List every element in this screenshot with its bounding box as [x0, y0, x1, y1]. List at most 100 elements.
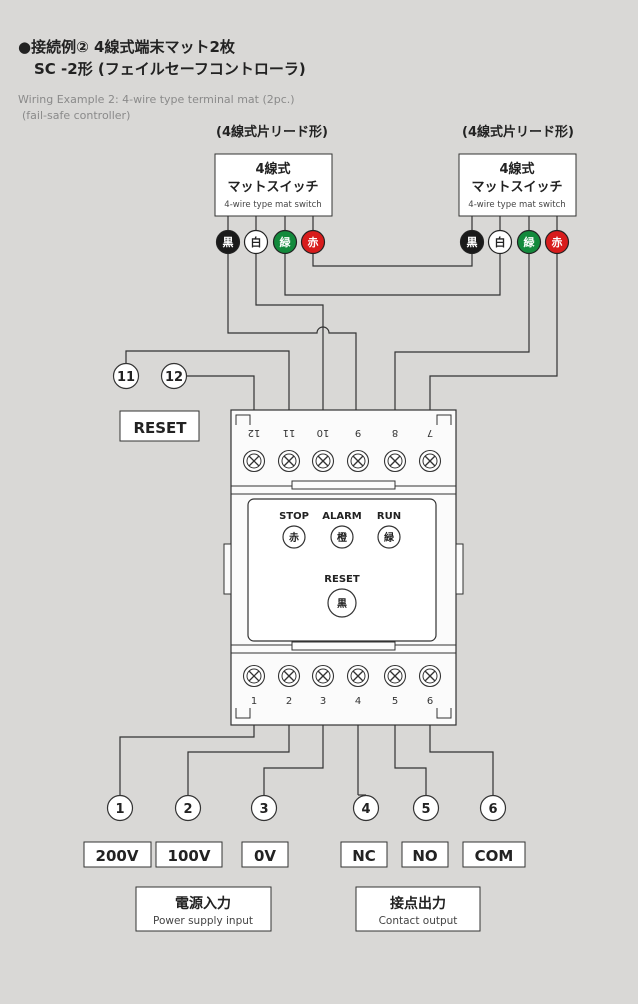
wire-mat1-red-to-mat2-black [312, 254, 473, 267]
title-line2: SC -2形 (フェイルセーフコントローラ) [34, 60, 306, 78]
top-terminal-label: 7 [427, 427, 433, 438]
run-indicator-label: RUN [377, 511, 401, 522]
contact-output-group-en: Contact output [379, 915, 458, 927]
wire-t2 [187, 724, 290, 795]
label-100v: 100V [168, 847, 211, 865]
mat1-name-en: 4-wire type mat switch [224, 200, 321, 210]
mat1-wire-black-dot [215, 229, 241, 255]
label-200v: 200V [96, 847, 139, 865]
controller-left-clip [223, 543, 232, 595]
top-terminal-label: 12 [248, 427, 261, 438]
title-en-line2: (fail-safe controller) [22, 109, 130, 122]
terminal-screw [277, 664, 301, 688]
terminal-screw [346, 664, 370, 688]
bottom-terminal-screws [242, 664, 442, 688]
top-terminal-label: 11 [283, 427, 296, 438]
top-terminal-label: 8 [392, 427, 398, 438]
mat1-wire-green-label: 緑 [280, 235, 292, 249]
top-terminal-label: 9 [355, 427, 361, 438]
terminal-screw [418, 449, 442, 473]
mat2-wire-red-dot [544, 229, 570, 255]
mat1-wire-red-dot [300, 229, 326, 255]
mat2-wire-black-label: 黒 [467, 236, 478, 249]
terminal-screw [242, 449, 266, 473]
mat1-wire-white-label: 白 [251, 235, 262, 249]
terminal-3-number: 3 [259, 802, 268, 817]
label-box-100v [155, 841, 223, 868]
contact-output-group-jp: 接点出力 [390, 895, 446, 912]
reset-terminal-12-label: 12 [165, 370, 183, 385]
bottom-terminal-label: 5 [392, 696, 398, 707]
wire-mat1-black-to-t9 [227, 254, 357, 453]
wire-t6 [429, 724, 494, 795]
mat1-name-line2: マットスイッチ [227, 180, 318, 195]
reset-terminal-11-circle [112, 362, 140, 390]
reset-terminal-11-label: 11 [117, 370, 135, 385]
label-box-nc [340, 841, 388, 868]
wire-reset11-to-t11 [125, 350, 290, 453]
stop-indicator-lamp [282, 525, 306, 549]
terminal-2-circle [174, 794, 202, 822]
top-terminal-screws [242, 449, 442, 473]
mat1-wire-red-label: 赤 [308, 235, 319, 249]
mat2-wire-green-dot [516, 229, 542, 255]
terminal-1-number: 1 [115, 802, 124, 817]
reset-label: RESET [133, 419, 187, 437]
run-indicator-lamp [377, 525, 401, 549]
terminal-1-circle [106, 794, 134, 822]
power-supply-group-box [135, 886, 272, 932]
power-supply-group-jp: 電源入力 [175, 895, 231, 912]
wire-t5 [394, 724, 427, 795]
terminal-5-circle [412, 794, 440, 822]
indicators: STOP 赤 ALARM 橙 RUN 緑 RESET 黒 [279, 511, 401, 618]
wire-t3 [263, 724, 324, 795]
mat1-wire-dots: 黒 白 緑 赤 [215, 229, 326, 255]
mat1-wire-black-label: 黒 [223, 236, 234, 249]
reset-button-label: RESET [324, 574, 360, 585]
mat2-wire-white-dot [487, 229, 513, 255]
reset-label-box [119, 410, 200, 442]
bottom-terminal-label: 6 [427, 696, 433, 707]
label-box-200v [83, 841, 152, 868]
mat2-box [458, 153, 577, 217]
terminal-2-number: 2 [183, 802, 192, 817]
terminal-screw [418, 664, 442, 688]
mat1-box [214, 153, 333, 217]
mat2-wire-red-label: 赤 [552, 235, 563, 249]
power-supply-group-en: Power supply input [153, 915, 253, 927]
top-terminal-label: 10 [317, 427, 330, 438]
contact-output-group-box [355, 886, 481, 932]
mat2-wire-dots: 黒 白 緑 赤 [459, 229, 570, 255]
label-nc: NC [352, 847, 376, 865]
bottom-terminal-label: 3 [320, 696, 326, 707]
bottom-terminal-label: 2 [286, 696, 292, 707]
terminal-5-number: 5 [421, 802, 430, 817]
bottom-terminal-label: 4 [355, 696, 361, 707]
mat2-wire-white-label: 白 [495, 235, 506, 249]
label-box-com [462, 841, 526, 868]
terminal-6-number: 6 [488, 802, 497, 817]
controller-top-latch [291, 480, 396, 490]
reset-button-text: 黒 [337, 598, 347, 610]
terminal-screw [311, 664, 335, 688]
title-en-line1: Wiring Example 2: 4-wire type terminal m… [18, 93, 295, 106]
terminal-screw [242, 664, 266, 688]
label-com: COM [475, 847, 514, 865]
top-terminal-labels: 12 11 10 9 8 7 [248, 427, 434, 438]
alarm-indicator-lamp [330, 525, 354, 549]
label-box-0v [241, 841, 289, 868]
bottom-terminal-label: 1 [251, 696, 257, 707]
label-box-no [401, 841, 449, 868]
terminal-screw [346, 449, 370, 473]
mat2-name-line2: マットスイッチ [471, 180, 562, 195]
label-no: NO [412, 847, 437, 865]
label-0v: 0V [254, 847, 276, 865]
mat1-wire-green-dot [272, 229, 298, 255]
stop-indicator-text: 赤 [289, 531, 299, 544]
mat2-wire-green-label: 緑 [524, 235, 536, 249]
group-labels: 電源入力 Power supply input 接点出力 Contact out… [135, 886, 481, 932]
terminal-4-number: 4 [361, 802, 370, 817]
run-indicator-text: 緑 [384, 531, 395, 544]
mat-stubs [227, 216, 558, 230]
